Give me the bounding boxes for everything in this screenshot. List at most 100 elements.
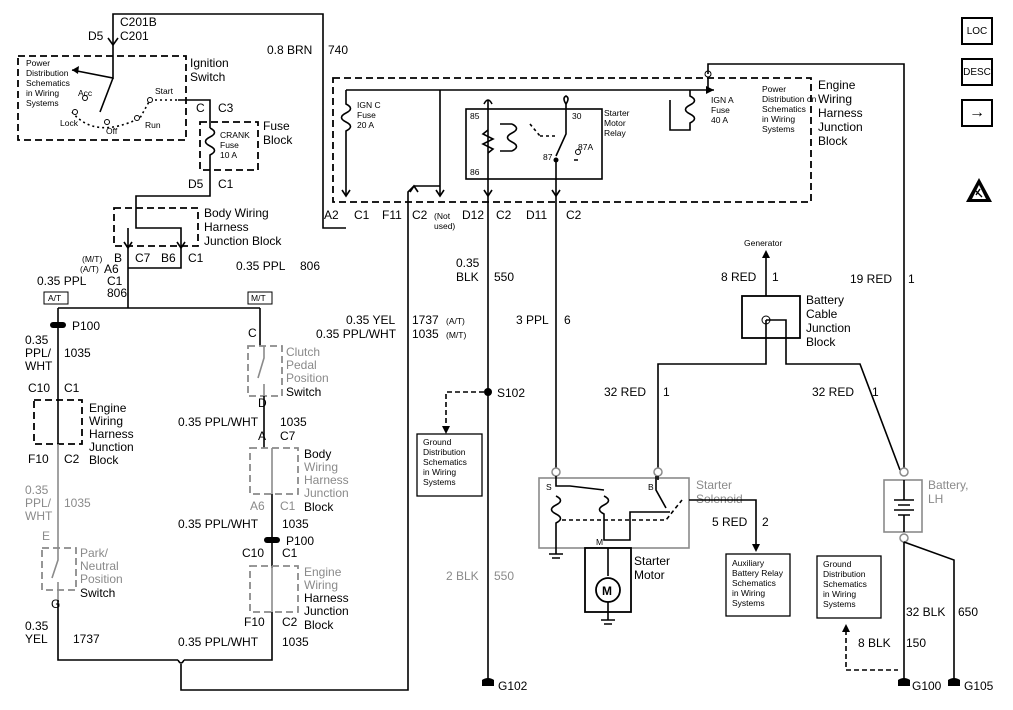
p100-left-label: P100	[72, 319, 100, 333]
relay-armature-link	[529, 123, 556, 137]
off-contact	[104, 119, 110, 125]
loc-button[interactable]: LOC	[961, 17, 993, 45]
bcjb-3: Junction	[806, 321, 851, 335]
gds2-2: Distribution	[823, 569, 866, 579]
bwhjb-mid-box	[249, 447, 299, 495]
gds2-1: Ground	[823, 559, 852, 569]
next-arrow-button[interactable]: →	[961, 99, 993, 127]
w035-g-label: 0.35	[25, 483, 49, 497]
gds2-5: Systems	[823, 599, 856, 609]
c1-m2-label: C1	[282, 546, 298, 560]
cpp-4: Switch	[286, 385, 321, 399]
not-used-1: (Not	[434, 211, 451, 221]
b6-label: B6	[161, 251, 176, 265]
not-used-2: used)	[434, 221, 455, 231]
yel-1737-wire	[57, 600, 178, 661]
ewhjb-m-1: Engine	[304, 565, 342, 579]
c-label: C	[196, 101, 205, 115]
switch-arc	[71, 99, 178, 129]
starter-group: S B M Starter Solenoid M Starter Motor 5…	[538, 467, 791, 625]
pds-text-2: Distribution	[26, 68, 69, 78]
abr-2: Battery Relay	[732, 568, 784, 578]
ppl-l-label: PPL/	[25, 346, 52, 360]
red-5-wire	[657, 476, 757, 546]
c1-lower-label: C1	[218, 177, 234, 191]
ewhjb-l-1: Engine	[89, 401, 127, 415]
motor-m-label: M	[602, 584, 612, 598]
d12-label: D12	[462, 208, 484, 222]
red-32-b-wire	[766, 319, 901, 471]
solenoid-ground	[549, 548, 563, 559]
at-box-label: A/T	[48, 293, 61, 303]
mt-tag: (M/T)	[82, 254, 102, 264]
cpp-2: Pedal	[286, 358, 317, 372]
esd-warning-icon	[966, 178, 992, 202]
sm-1: Starter	[634, 554, 670, 568]
n1-c-label: 1	[663, 385, 670, 399]
ewhjb-r-3: Harness	[818, 106, 863, 120]
battery-cable-junction-box	[741, 295, 801, 339]
hold-in-coil	[598, 495, 610, 530]
at-column-group: P100 0.35 PPL/ WHT 1035 C10 C1 Engine Wi…	[25, 308, 178, 661]
n1035-c-label: 1035	[282, 635, 309, 649]
solenoid-m-internal	[603, 511, 670, 541]
desc-button[interactable]: DESC	[961, 58, 993, 86]
pn-4: Switch	[80, 586, 115, 600]
n806-label: 806	[300, 259, 320, 273]
mt-small-tag: (M/T)	[446, 330, 466, 340]
d-clutch-label: D	[258, 396, 267, 410]
brn-740-wire	[112, 13, 346, 229]
bwhjb-top-group: Body Wiring Harness Junction Block B C7 …	[37, 206, 320, 309]
brn-wire-label: 0.8 BRN	[267, 43, 312, 57]
ground-wire-group: 0.35 BLK 550 S102 Ground Distribution Sc…	[416, 196, 528, 693]
w035-l-label: 0.35	[25, 333, 49, 347]
f11-connectors	[409, 184, 445, 198]
clutch-switch-box	[247, 345, 283, 397]
n150-label: 150	[906, 636, 926, 650]
f10-l-label: F10	[28, 452, 49, 466]
g100-label: G100	[912, 679, 942, 693]
c7-label: C7	[135, 251, 151, 265]
mt-box-label: M/T	[251, 293, 266, 303]
ewhjb-r-1: Engine	[818, 78, 856, 92]
yel-035-label: 0.35	[25, 619, 49, 633]
red-8-label: 8 RED	[721, 270, 757, 284]
switch-blade	[99, 77, 114, 113]
ign-a-3: 40 A	[711, 115, 728, 125]
s-term-label: S	[546, 482, 552, 492]
red-32-b-label: 32 RED	[812, 385, 854, 399]
f10-m-label: F10	[244, 615, 265, 629]
bcjb-4: Block	[806, 335, 836, 349]
bcjb-2: Cable	[806, 307, 838, 321]
gds-4: in Wiring	[423, 467, 456, 477]
common-return-wire	[177, 185, 415, 691]
crank-label-2: Fuse	[220, 140, 239, 150]
n1-a-label: 1	[772, 270, 779, 284]
g-label: G	[51, 597, 60, 611]
park-neutral-switch-symbol	[51, 548, 59, 600]
at-small-tag: (A/T)	[446, 316, 465, 326]
ppl-806-label: 0.35 PPL	[236, 259, 286, 273]
pin-30: 30	[572, 111, 582, 121]
c201b-label: C201B	[120, 15, 157, 29]
generator-label: Generator	[744, 238, 782, 248]
cpp-1: Clutch	[286, 345, 320, 359]
red-19-label: 19 RED	[850, 272, 892, 286]
ppl-035-label: 0.35 PPL	[37, 274, 87, 288]
battery-group: Battery, LH 32 BLK 650 8 BLK 150 Ground …	[816, 467, 994, 693]
n1035-a-label: 1035	[280, 415, 307, 429]
red-5-label: 5 RED	[712, 515, 748, 529]
p100-left-connector	[50, 322, 66, 328]
ewhjb-r-4: Junction	[818, 120, 863, 134]
relay-coil	[500, 123, 518, 152]
s102-splice	[484, 388, 492, 396]
ign-c-1: IGN C	[357, 100, 381, 110]
aux-battery-relay-box	[725, 553, 791, 617]
loc-button-label: LOC	[966, 25, 988, 37]
c1-top-label: C1	[188, 251, 204, 265]
g100-ground-symbol	[898, 678, 910, 686]
bwhjb-internal-bus	[135, 208, 182, 246]
pn-1: Park/	[80, 546, 109, 560]
a6-label: A6	[104, 262, 119, 276]
n1737-at-label: 1737	[412, 313, 439, 327]
